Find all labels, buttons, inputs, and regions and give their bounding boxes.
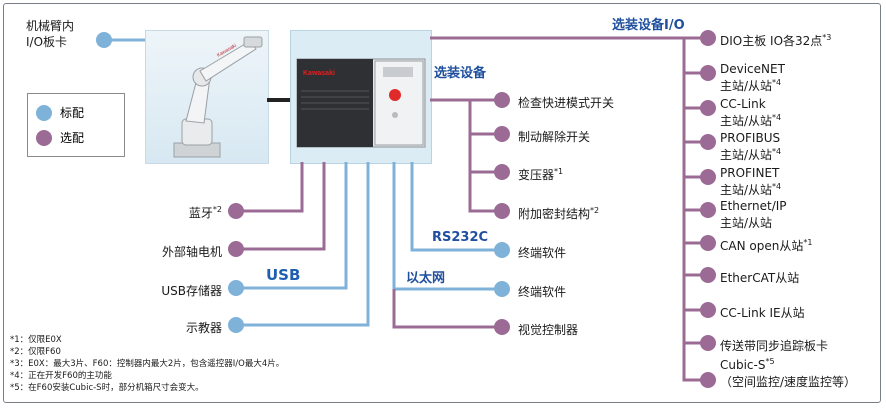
legend-standard: 标配 xyxy=(36,104,84,121)
arm-io-label: 机械臂内 I/O板卡 xyxy=(26,19,75,49)
middle-dot xyxy=(494,126,510,142)
right-dot xyxy=(700,267,716,283)
footnote: *4：正在开发F60的主功能 xyxy=(10,371,112,381)
middle-dot xyxy=(494,281,510,297)
right-item: DIO主板 IO各32点*3 xyxy=(720,33,832,48)
left-dot xyxy=(228,241,244,257)
legend-standard-label: 标配 xyxy=(60,106,85,120)
right-item: CC-Link IE从站 xyxy=(720,306,805,320)
right-item: Cubic-S*5（空间监控/速度监控等） xyxy=(720,357,857,389)
middle-dot xyxy=(494,203,510,219)
footnote: *5：在F60安装Cubic-S时，部分机箱尺寸会变大。 xyxy=(10,383,204,393)
usb-label: USB xyxy=(266,266,301,284)
footnote: *1：仅限E0X xyxy=(10,335,62,345)
right-dot xyxy=(700,302,716,318)
rs232c-label: RS232C xyxy=(432,230,489,245)
middle-item: 终端软件 xyxy=(518,285,567,299)
robot-arm-image: Kawasaki xyxy=(145,30,269,164)
footnote: *3：E0X：最大3片、F60：控制器内最大2片，包含遥控器I/O最大4片。 xyxy=(10,359,285,369)
left-dot xyxy=(228,280,244,296)
legend-optional-label: 选配 xyxy=(60,131,85,145)
right-dot xyxy=(700,202,716,218)
right-item: CAN open从站*1 xyxy=(720,238,813,253)
standard-dot-icon xyxy=(36,104,52,121)
middle-item: 附加密封结构*2 xyxy=(518,206,600,221)
left-item-bluetooth: 蓝牙*2 xyxy=(188,205,222,220)
middle-item: 变压器*1 xyxy=(518,167,564,182)
right-item: 传送带同步追踪板卡 xyxy=(720,339,829,353)
legend-optional: 选配 xyxy=(36,129,84,146)
ethernet-label: 以太网 xyxy=(406,271,446,286)
middle-dot xyxy=(494,319,510,335)
right-dot xyxy=(700,134,716,150)
option-equipment-label: 选装设备 xyxy=(434,66,487,81)
middle-dot xyxy=(494,164,510,180)
right-dot xyxy=(700,235,716,251)
svg-text:Kawasaki: Kawasaki xyxy=(303,70,335,77)
arm-io-dot xyxy=(96,32,112,48)
left-item-usb-storage: USB存储器 xyxy=(161,284,222,298)
right-dot xyxy=(700,65,716,81)
controller-image: Kawasaki xyxy=(290,30,432,164)
middle-item: 视觉控制器 xyxy=(518,323,579,337)
option-io-label: 选装设备I/O xyxy=(612,18,685,33)
legend: 标配 选配 xyxy=(27,93,125,157)
left-dot xyxy=(228,317,244,333)
right-dot xyxy=(700,372,716,388)
footnotes: *1：仅限E0X *2：仅限F60 *3：E0X：最大3片、F60：控制器内最大… xyxy=(10,334,284,394)
middle-dot xyxy=(494,242,510,258)
middle-item: 制动解除开关 xyxy=(518,130,591,144)
left-item-teach-pendant: 示教器 xyxy=(185,321,222,335)
left-dot xyxy=(228,203,244,219)
middle-item: 终端软件 xyxy=(518,246,567,260)
right-item: EtherCAT从站 xyxy=(720,271,800,285)
right-dot xyxy=(700,169,716,185)
optional-dot-icon xyxy=(36,129,52,146)
right-dot xyxy=(700,100,716,116)
right-dot xyxy=(700,30,716,46)
left-item-external-axis: 外部轴电机 xyxy=(161,245,222,259)
middle-item: 检查快进模式开关 xyxy=(518,96,615,110)
diagram-frame xyxy=(3,3,881,403)
right-dot xyxy=(700,335,716,351)
footnote: *2：仅限F60 xyxy=(10,347,61,357)
middle-dot xyxy=(494,92,510,108)
